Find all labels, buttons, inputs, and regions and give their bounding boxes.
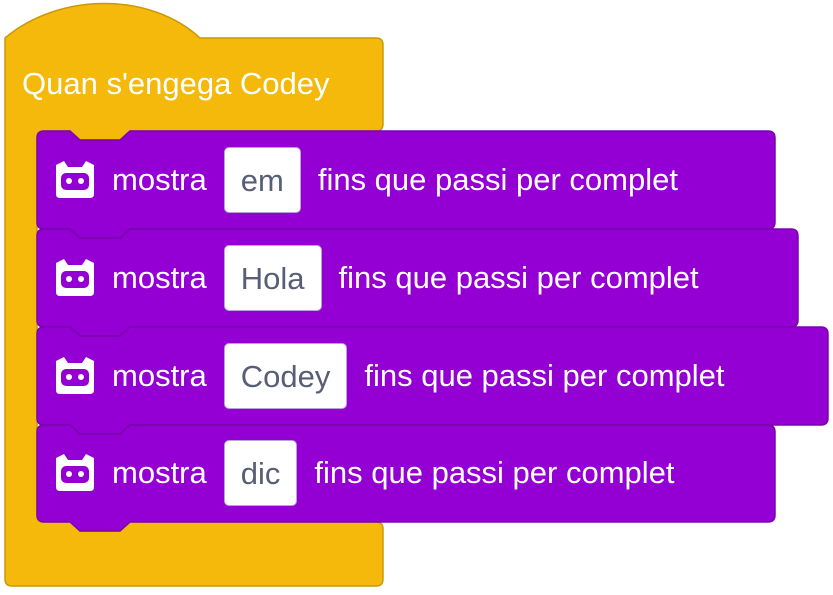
show-keyword: mostra — [112, 162, 207, 197]
until-done-label: fins que passi per complet — [314, 455, 675, 490]
codey-robot-icon — [56, 259, 94, 296]
show-keyword: mostra — [112, 358, 207, 393]
codey-robot-icon — [56, 357, 94, 394]
until-done-label: fins que passi per complet — [338, 260, 699, 295]
codey-robot-icon — [56, 161, 94, 198]
text-input-field[interactable]: Hola — [223, 245, 322, 311]
text-input-field[interactable]: Codey — [223, 343, 348, 409]
show-keyword: mostra — [112, 455, 207, 490]
command-row-1: mostra em fins que passi per complet — [52, 147, 678, 213]
text-input-field[interactable]: dic — [223, 440, 298, 506]
command-row-2: mostra Hola fins que passi per complet — [52, 245, 699, 311]
until-done-label: fins que passi per complet — [317, 162, 678, 197]
command-row-4: mostra dic fins que passi per complet — [52, 440, 675, 506]
show-keyword: mostra — [112, 260, 207, 295]
command-block-4[interactable] — [36, 424, 776, 532]
event-block-label: Quan s'engega Codey — [22, 66, 330, 101]
command-row-3: mostra Codey fins que passi per complet — [52, 343, 725, 409]
until-done-label: fins que passi per complet — [364, 358, 725, 393]
text-input-field[interactable]: em — [223, 147, 301, 213]
codey-robot-icon — [56, 454, 94, 491]
